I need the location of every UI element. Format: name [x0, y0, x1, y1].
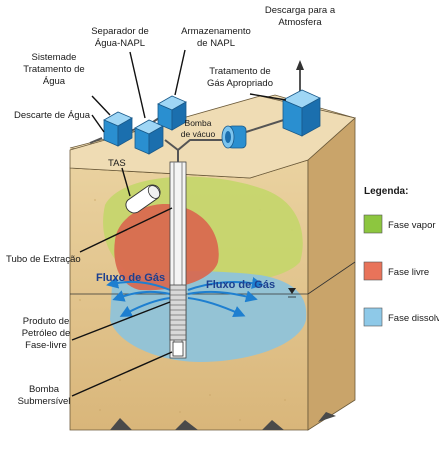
legend-swatch-free — [363, 261, 383, 281]
napl-storage-unit — [157, 95, 187, 131]
free-phase-product-line1: Produto de — [23, 316, 69, 327]
legend-label-vapor: Fase vapor — [388, 220, 436, 231]
water-table-marker — [288, 288, 296, 294]
discharge-atmosphere-line2: Atmosfera — [278, 17, 322, 28]
napl-storage-line1: Armazenamento — [181, 26, 251, 37]
free-phase-product-line2: Petróleo de — [22, 328, 71, 339]
vacuum-pump-line2: de vácuo — [181, 129, 216, 139]
separator-line2: Água-NAPL — [95, 38, 145, 49]
legend-swatch-dissolved — [363, 307, 383, 327]
label-napl-storage: Armazenamento de NAPL — [181, 26, 251, 49]
leader-lines — [71, 49, 287, 397]
water-treatment-line3: Água — [43, 76, 66, 87]
legend-title: Legenda: — [364, 186, 408, 197]
label-gas-flow-left: Fluxo de Gás — [96, 272, 165, 284]
gas-flow-arrows — [106, 276, 264, 318]
extraction-well — [169, 161, 187, 359]
label-gas-treatment: Tratamento de Gás Apropriado — [207, 66, 273, 89]
legend-swatch-vapor — [363, 214, 383, 234]
label-discharge-atmosphere: Descarga para a Atmosfera — [265, 5, 336, 28]
submersible-pump-body — [172, 341, 184, 357]
bottom-rocks — [110, 412, 336, 430]
legend-label-dissolved: Fase dissolvida — [388, 313, 439, 324]
soil-side-face — [307, 117, 356, 431]
well-screen — [169, 284, 187, 341]
separator-unit — [134, 119, 164, 155]
submersible-pump-line2: Submersível — [18, 396, 71, 407]
napl-storage-line2: de NAPL — [197, 38, 235, 49]
discharge-arrow — [296, 60, 304, 70]
submersible-pump-line1: Bomba — [29, 384, 60, 395]
label-tas: TAS — [108, 158, 126, 169]
label-vacuum-pump: Bomba de vácuo — [181, 118, 216, 139]
legend-label-free: Fase livre — [388, 267, 429, 278]
label-extraction-tube: Tubo de Extração — [6, 254, 81, 265]
label-separator: Separador de Água-NAPL — [91, 26, 149, 49]
label-water-treatment: Sistemade Tratamento de Água — [23, 52, 84, 87]
vacuum-pump-line1: Bomba — [185, 118, 212, 128]
label-submersible-pump: Bomba Submersível — [18, 384, 71, 407]
free-phase-product-line3: Fase-livre — [25, 340, 67, 351]
separator-line1: Separador de — [91, 26, 149, 37]
gas-treatment-line1: Tratamento de — [209, 66, 270, 77]
label-gas-flow-right: Fluxo de Gás — [206, 279, 275, 291]
label-free-phase-product: Produto de Petróleo de Fase-livre — [22, 316, 71, 351]
discharge-atmosphere-line1: Descarga para a — [265, 5, 336, 16]
vacuum-pump — [221, 125, 247, 149]
gas-treatment-unit — [282, 89, 321, 137]
tas-tank — [125, 184, 161, 214]
water-treatment-unit — [103, 111, 133, 147]
water-treatment-line1: Sistemade — [32, 52, 77, 63]
free-phase-plume — [114, 204, 219, 291]
water-treatment-line2: Tratamento de — [23, 64, 84, 75]
label-water-discharge: Descarte de Água — [14, 110, 91, 121]
gas-treatment-line2: Gás Apropriado — [207, 78, 273, 89]
legend: Legenda: Fase vapor Fase livre Fase diss… — [363, 186, 439, 327]
